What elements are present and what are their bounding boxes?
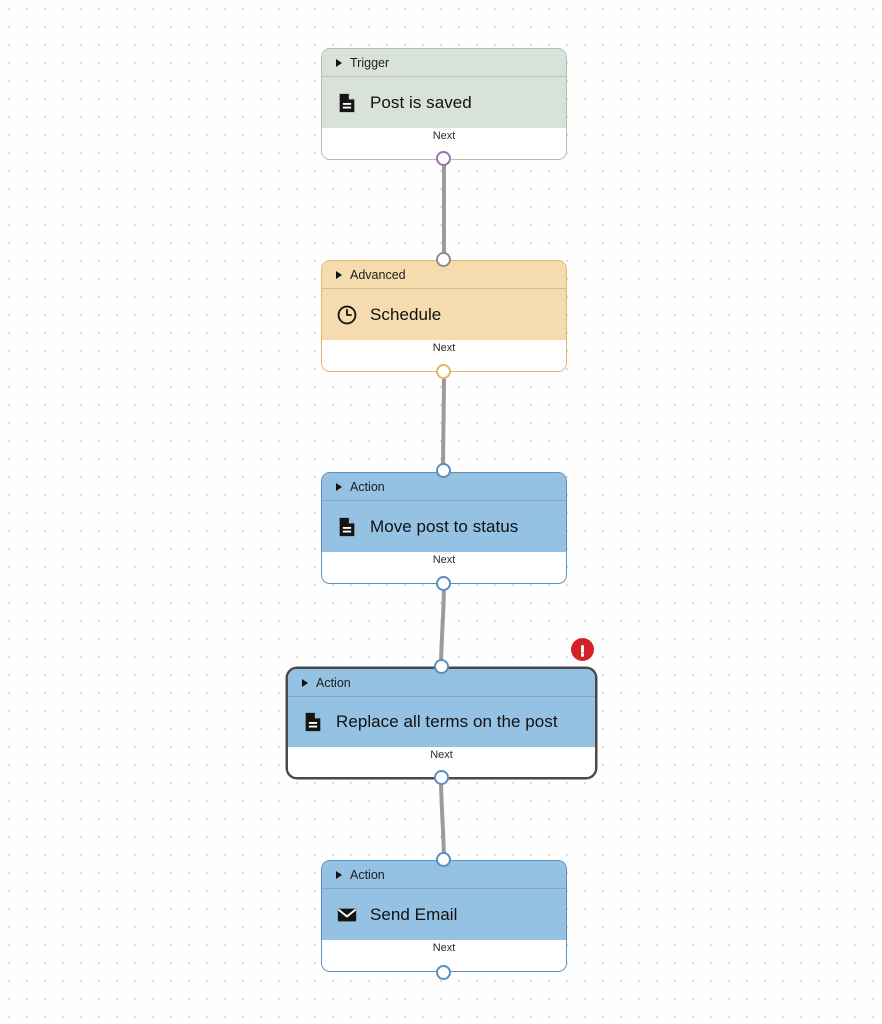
workflow-node-action-send-email[interactable]: Action Send Email Next: [321, 860, 567, 972]
next-label: Next: [432, 342, 456, 354]
node-body-action[interactable]: Replace all terms on the post: [288, 697, 595, 747]
node-title: Send Email: [370, 904, 458, 924]
node-title: Move post to status: [370, 516, 519, 536]
chevron-right-icon[interactable]: [336, 482, 342, 491]
chevron-right-icon[interactable]: [336, 870, 342, 879]
error-bang-stroke: [580, 644, 585, 654]
node-category-label: Trigger: [350, 55, 390, 70]
envelope-icon: [337, 908, 357, 921]
edge-advanced-to-move-post: [441, 368, 446, 479]
workflow-node-action-move-post-to-status[interactable]: Action Move post to status Next: [321, 472, 567, 584]
node-body-advanced[interactable]: Schedule: [322, 289, 566, 340]
edge-move-post-to-replace-terms: [439, 580, 446, 672]
node-category-label: Advanced: [350, 267, 406, 282]
node-category-label: Action: [350, 479, 385, 494]
document-icon: [305, 712, 321, 732]
port-out-move-post[interactable]: [436, 576, 451, 591]
document-icon: [339, 517, 355, 536]
node-body-trigger[interactable]: Post is saved: [322, 77, 566, 128]
port-in-move-post[interactable]: [436, 463, 451, 478]
workflow-node-action-replace-all-terms-on-the-post[interactable]: Action Replace all terms on the post Nex…: [286, 667, 597, 779]
workflow-node-advanced-schedule[interactable]: Advanced Schedule Next: [321, 260, 567, 372]
port-in-send-email[interactable]: [436, 852, 451, 867]
next-label: Next: [432, 554, 456, 566]
chevron-right-icon[interactable]: [336, 58, 342, 67]
next-label: Next: [432, 942, 456, 954]
node-category-label: Action: [316, 675, 351, 690]
workflow-node-trigger-post-is-saved[interactable]: Trigger Post is saved Next: [321, 48, 567, 160]
node-footer-next[interactable]: Next: [322, 940, 566, 971]
port-in-replace-terms[interactable]: [434, 659, 449, 674]
port-out-advanced[interactable]: [436, 364, 451, 379]
port-out-trigger[interactable]: [436, 151, 451, 166]
node-header-trigger[interactable]: Trigger: [322, 49, 566, 77]
next-label: Next: [430, 749, 453, 761]
chevron-right-icon[interactable]: [336, 270, 342, 279]
chevron-right-icon[interactable]: [302, 678, 308, 687]
error-bang-dot: [580, 653, 585, 657]
node-category-label: Action: [350, 867, 385, 882]
node-body-action[interactable]: Send Email: [322, 889, 566, 940]
next-label: Next: [432, 130, 456, 142]
document-icon: [339, 93, 355, 112]
node-title: Schedule: [370, 304, 442, 324]
port-out-send-email[interactable]: [436, 965, 451, 980]
node-body-action[interactable]: Move post to status: [322, 501, 566, 552]
port-out-replace-terms[interactable]: [434, 770, 449, 785]
clock-icon: [337, 305, 357, 324]
node-title: Post is saved: [370, 92, 472, 112]
node-title: Replace all terms on the post: [336, 712, 558, 731]
error-exclamation-icon[interactable]: [571, 638, 594, 661]
port-in-advanced[interactable]: [436, 252, 451, 267]
